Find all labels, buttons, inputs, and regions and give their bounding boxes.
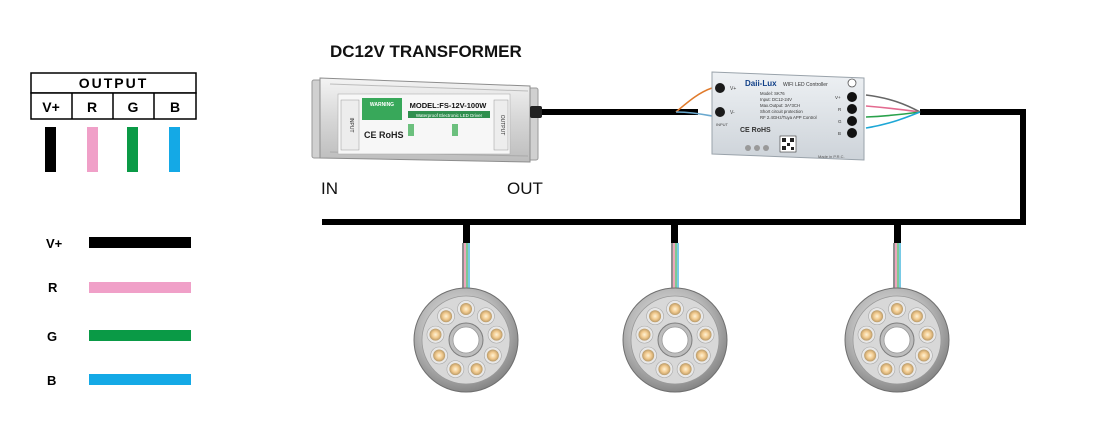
led (486, 349, 499, 362)
led (440, 310, 453, 323)
controller-pin-r (847, 104, 857, 114)
controller-input-label: INPUT (716, 122, 729, 127)
legend-label-vplus: V+ (46, 236, 63, 251)
output-col-label-r: R (87, 99, 97, 115)
fountain-light (622, 243, 728, 393)
controller-pin-b (847, 128, 857, 138)
led (479, 310, 492, 323)
controller-app-icon (763, 145, 769, 151)
led (470, 363, 483, 376)
main-cable (322, 109, 1026, 243)
transformer-title: DC12V TRANSFORMER (330, 42, 522, 61)
led (433, 349, 446, 362)
transformer-subtitle: Waterproof Electronic LED Driver (416, 113, 483, 118)
transformer-output-text: OUTPUT (499, 115, 505, 136)
wire-legend: V+ R G B (46, 236, 191, 388)
led (695, 349, 708, 362)
output-col-label-g: G (128, 99, 139, 115)
output-wire-vplus (45, 127, 56, 172)
controller-input-leads (675, 87, 713, 117)
controller-spec-1: Model: SK76 (760, 91, 785, 96)
controller-pin-vplus (847, 92, 857, 102)
transformer-warning-box (362, 98, 402, 120)
transformer-ce-rohs: CE RoHS (364, 130, 404, 140)
led (429, 328, 442, 341)
controller-app-icon (745, 145, 751, 151)
legend-swatch-vplus (89, 237, 191, 248)
transformer-model: MODEL:FS-12V-100W (410, 101, 488, 110)
fountain-lights (413, 243, 950, 393)
transformer: DC12V TRANSFORMER INPUT WARNING CE RoHS … (311, 42, 543, 198)
transformer-in-label: IN (321, 179, 338, 198)
controller-pin-label-b: B (838, 131, 841, 136)
controller-pin-g (847, 116, 857, 126)
controller-pin-label-r: R (838, 107, 842, 112)
controller-port-label-vplus: V+ (730, 86, 736, 92)
led (699, 328, 712, 341)
led (880, 363, 893, 376)
output-table: OUTPUT V+ R G B (30, 72, 197, 172)
wifi-controller: V+ V- INPUT Daii-Lux WIFI LED Controller… (711, 71, 865, 161)
led (638, 328, 651, 341)
controller-spec-4: Short circuit protection (760, 109, 803, 114)
controller-brand: Daii-Lux (745, 79, 777, 88)
controller-spec-2: Input: DC12-24V (760, 97, 792, 102)
output-wire-g (127, 127, 138, 172)
output-table-title: OUTPUT (79, 75, 149, 91)
led (921, 328, 934, 341)
output-wire-b (169, 127, 180, 172)
controller-port-label-vminus: V- (730, 110, 735, 116)
led (688, 310, 701, 323)
fountain-light (844, 243, 950, 393)
led (460, 303, 472, 315)
transformer-out-label: OUT (507, 179, 543, 198)
output-wire-r (87, 127, 98, 172)
legend-label-r: R (48, 280, 58, 295)
transformer-warning-text: WARNING (370, 102, 394, 108)
led (864, 349, 877, 362)
led (449, 363, 462, 376)
controller-ce-rohs: CE RoHS (740, 127, 771, 134)
controller-input-port-vplus (715, 83, 725, 93)
controller-spec-3: Max.Output: 3A*3CH (760, 103, 800, 108)
legend-swatch-r (89, 282, 191, 293)
output-col-label-vplus: V+ (42, 99, 60, 115)
led (679, 363, 692, 376)
led (917, 349, 930, 362)
led (910, 310, 923, 323)
controller-app-icon (754, 145, 760, 151)
legend-swatch-b (89, 374, 191, 385)
led (901, 363, 914, 376)
led (649, 310, 662, 323)
controller-reset-button (847, 78, 857, 88)
led (490, 328, 503, 341)
controller-pin-label-vplus: V+ (835, 95, 841, 100)
controller-name: WIFI LED Controller (783, 82, 828, 88)
controller-input-port-vminus (715, 107, 725, 117)
legend-swatch-g (89, 330, 191, 341)
led (669, 303, 681, 315)
led (658, 363, 671, 376)
led (860, 328, 873, 341)
led (642, 349, 655, 362)
led (891, 303, 903, 315)
controller-spec-5: RF 2.4GHz/Tuya APP Control (760, 115, 817, 120)
controller-output-leads (865, 94, 921, 129)
controller-body (711, 71, 865, 161)
transformer-cable-gland (530, 106, 542, 118)
led (871, 310, 884, 323)
controller-pin-label-g: G (838, 119, 842, 124)
controller-made-in: Made in P.R.C. (818, 154, 845, 159)
transformer-input-text: INPUT (348, 118, 354, 133)
output-col-label-b: B (170, 99, 180, 115)
legend-label-g: G (47, 329, 57, 344)
fountain-light (413, 243, 519, 393)
legend-label-b: B (47, 373, 56, 388)
